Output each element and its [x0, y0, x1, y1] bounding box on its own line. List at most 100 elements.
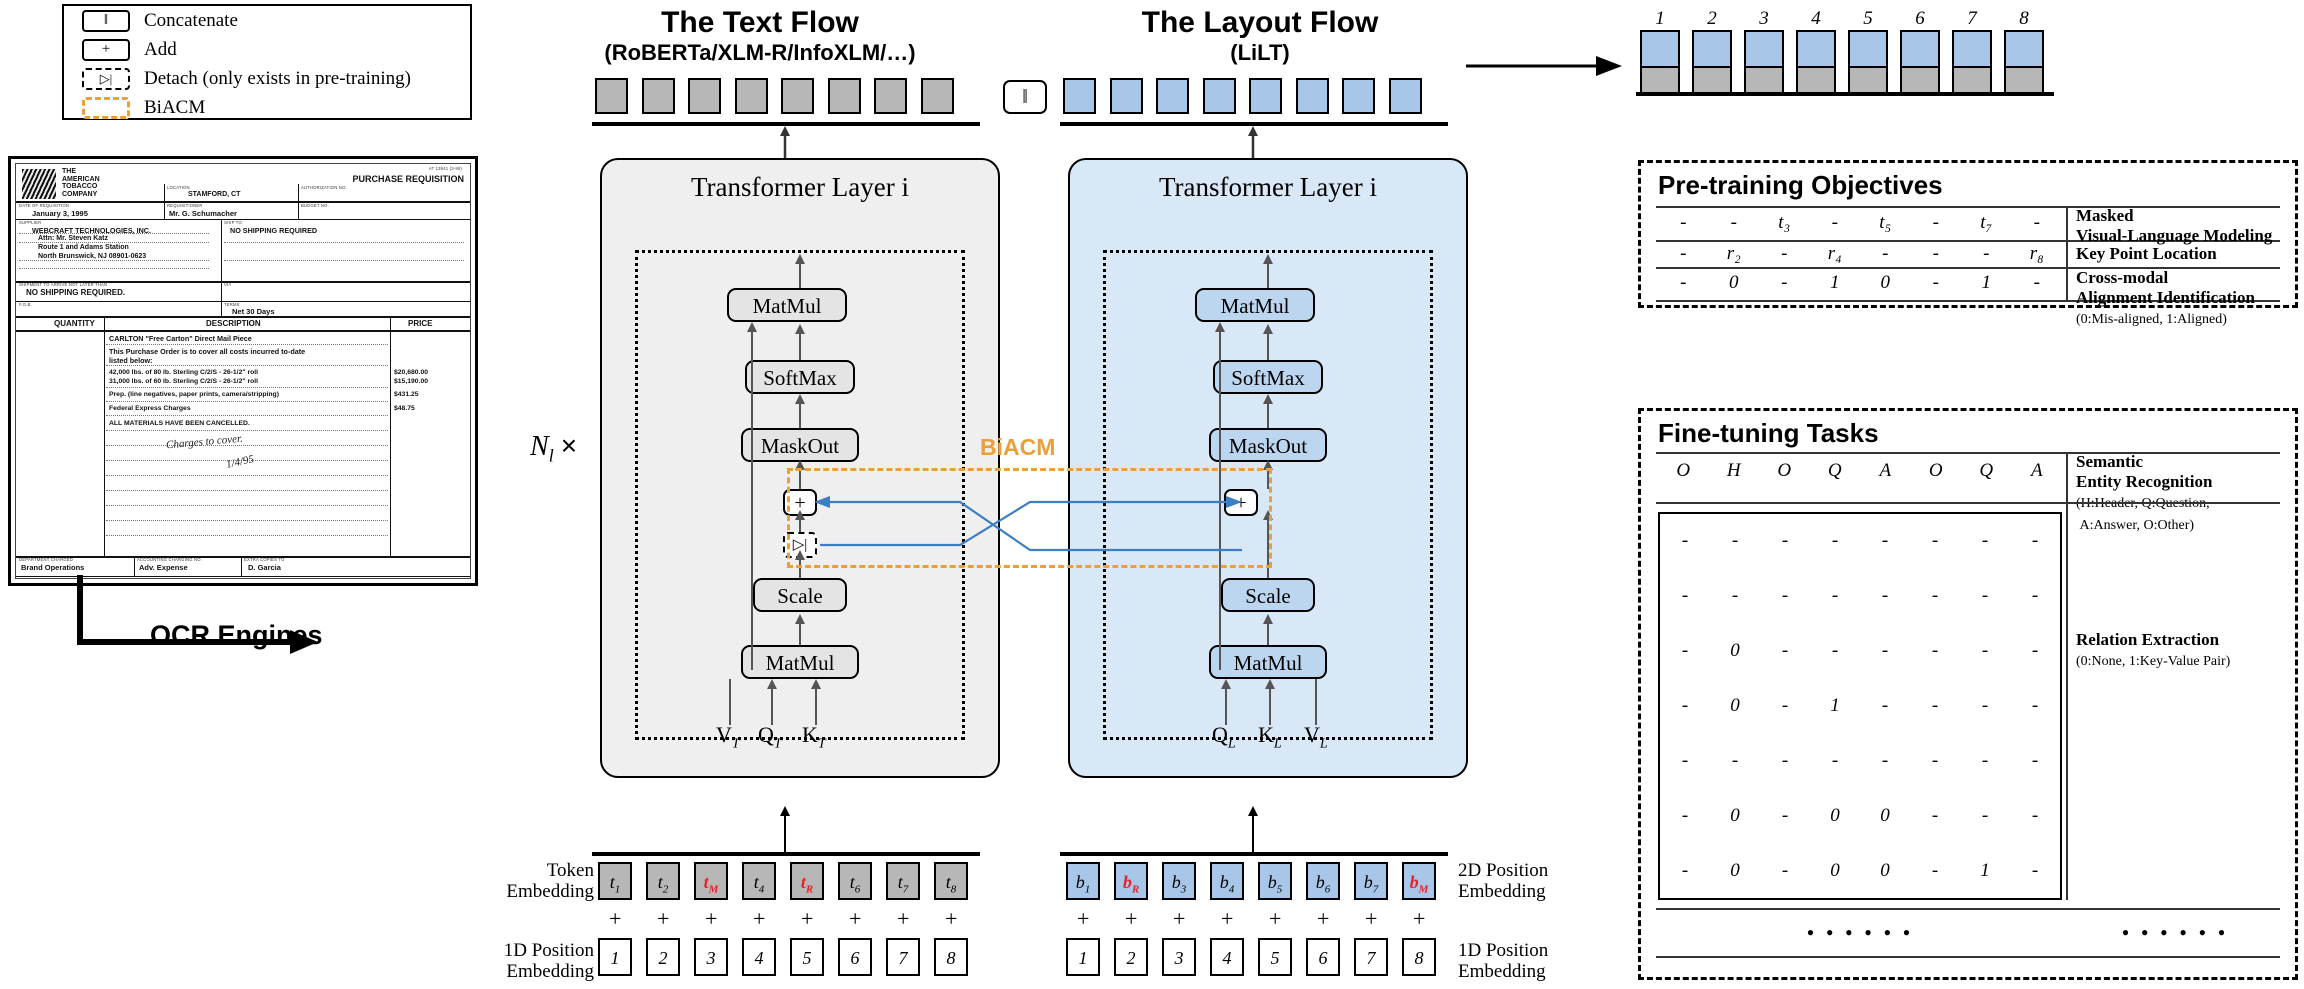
table-cell: - [1781, 804, 1789, 826]
layout-transformer-title: Transformer Layer i [1068, 172, 1468, 203]
doc-supplier-line-2: Route 1 and Adams Station [38, 244, 129, 251]
relation-extraction-grid: -----------------0-------0-1------------… [1660, 514, 2060, 898]
ocr-arrow [77, 575, 318, 654]
flow-token-box [1388, 78, 1422, 114]
layout-input-v: VL [1304, 722, 1328, 752]
table-cell: - [1881, 694, 1889, 716]
layout-input-q-label: Q [1212, 722, 1228, 747]
layout-input-k: KL [1258, 722, 1282, 752]
table-row: -------- [1660, 514, 2060, 569]
repeat-n: N [530, 431, 549, 462]
text-input-v-label: V [716, 722, 732, 747]
layout-op-scale: Scale [1221, 578, 1315, 612]
output-bar: 3 [1744, 8, 1784, 96]
doc-row-2-price: $20,680.00 [394, 369, 429, 376]
table-cell: - [1983, 243, 1990, 264]
table-cell: - [1932, 212, 1939, 233]
doc-row-6-desc: ALL MATERIALS HAVE BEEN CANCELLED. [109, 420, 250, 427]
layout-transformer-title-text: Transformer Layer i [1159, 172, 1377, 202]
output-arrow [1466, 56, 1622, 76]
embedding-token-box: b5 [1258, 862, 1292, 900]
position-embedding-box: 5 [790, 938, 824, 976]
table-cell: - [1981, 640, 1989, 662]
text-input-k: KT [802, 722, 826, 752]
concatenate-node: ‖ [1003, 80, 1047, 114]
table-cell: 0 [1880, 272, 1891, 293]
table-cell: - [2031, 640, 2039, 662]
output-bar-layout-part [1640, 30, 1680, 66]
doc-field-label-via: VIA [224, 282, 232, 287]
table-cell: - [1981, 585, 1989, 607]
legend-label-detach: Detach (only exists in pre-training) [144, 67, 411, 89]
text-input-q-sub: T [773, 736, 782, 752]
table-cell: - [1781, 243, 1788, 264]
table-cell: - [1981, 804, 1989, 826]
embedding-token-box: b4 [1210, 862, 1244, 900]
table-cell: 1 [1830, 694, 1840, 716]
layout-input-k-sub: L [1273, 736, 1282, 752]
table-cell: - [2031, 694, 2039, 716]
position-embedding-box: 7 [1354, 938, 1388, 976]
embedding-token-box: t2 [646, 862, 680, 900]
text-op-maskout: MaskOut [741, 428, 859, 462]
text-flow-up-arrow [780, 126, 790, 158]
layout-op-matmul-top: MatMul [1195, 288, 1315, 322]
doc-field-value-location: STAMFORD, CT [188, 191, 241, 198]
table-cell: - [1681, 859, 1689, 881]
flow-token-box [920, 78, 954, 114]
embedding-token-box: b3 [1162, 862, 1196, 900]
text-flow-title: The Text Flow [661, 6, 859, 39]
output-bar-layout-part [1900, 30, 1940, 66]
layout-embed-up-arrow [1248, 806, 1258, 854]
finetuning-re-label: Relation Extraction(0:None, 1:Key-Value … [2076, 630, 2231, 669]
finetuning-ellipsis-right: • • • • • • [2121, 920, 2229, 945]
position-embedding-box: 3 [1162, 938, 1196, 976]
doc-handwriting-0: Charges to cover. [165, 432, 244, 452]
table-cell: - [1681, 694, 1689, 716]
table-cell: - [1931, 530, 1939, 552]
doc-row-4-price: $431.25 [394, 391, 419, 398]
text-transformer-title-text: Transformer Layer i [691, 172, 909, 202]
embedding-token-label: t7 [897, 872, 909, 896]
table-cell: - [2031, 585, 2039, 607]
table-cell: - [2031, 749, 2039, 771]
doc-field-value-date: January 3, 1995 [32, 209, 88, 218]
doc-field-value-shipto: NO SHIPPING REQUIRED [230, 226, 318, 235]
output-bar-index: 6 [1915, 8, 1925, 29]
table-cell: - [1831, 640, 1839, 662]
output-bar-layout-part [1848, 30, 1888, 66]
text-attention-dotted-box [635, 250, 965, 740]
doc-field-value-requisitioner: Mr. G. Schumacher [169, 209, 237, 218]
biacm-label: BiACM [980, 434, 1056, 460]
table-cell: - [1680, 212, 1687, 233]
doc-footer-value-copies: D. Garcia [248, 563, 281, 572]
output-bus [1636, 92, 2054, 96]
doc-footer-label-status: STATE THE STATUS [19, 577, 62, 578]
text-input-k-label: K [802, 722, 818, 747]
embedding-token-box: b7 [1354, 862, 1388, 900]
embedding-plus-sign: + [945, 906, 958, 931]
doc-field-label-location: LOCATION [167, 185, 190, 190]
doc-row-3-price: $15,190.00 [394, 378, 429, 385]
layout-input-k-label: K [1258, 722, 1274, 747]
table-cell: 0 [1880, 804, 1890, 826]
output-bar-index: 2 [1707, 8, 1717, 29]
legend-panel: ‖ Concatenate + Add ▷| Detach (only exis… [62, 4, 472, 120]
output-bar-layout-part [2004, 30, 2044, 66]
detach-glyph: ▷| [99, 70, 113, 86]
doc-row-4-desc: Prep. (line negatives, paper prints, cam… [109, 391, 279, 398]
doc-handwriting-1: 1/4/95 [225, 453, 256, 471]
embedding-plus-sign: + [1317, 906, 1330, 931]
table-cell: - [2031, 530, 2039, 552]
pretraining-row-0-cells: --t₃-t₅-t₇- [1658, 212, 2062, 234]
text-input-k-sub: T [817, 736, 826, 752]
table-cell: 0 [1730, 694, 1740, 716]
doc-field-label-requisitioner: REQUISITIONER [167, 203, 203, 208]
table-cell: - [1731, 530, 1739, 552]
table-cell: - [1831, 530, 1839, 552]
